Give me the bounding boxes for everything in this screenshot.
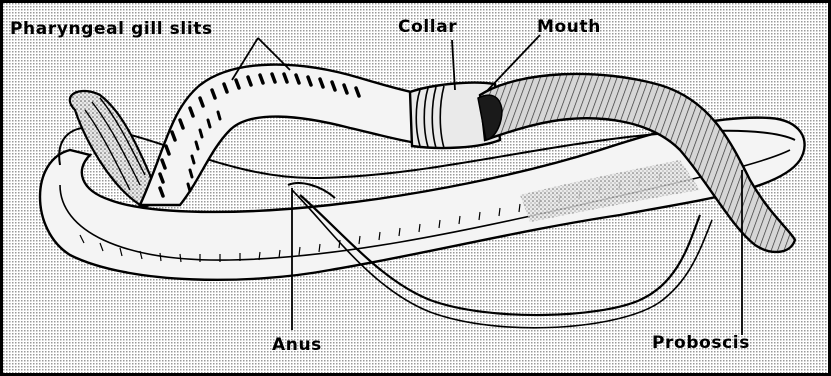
label-collar: Collar [398, 17, 457, 37]
label-anus: Anus [272, 335, 322, 355]
label-mouth: Mouth [537, 17, 601, 37]
label-proboscis: Proboscis [652, 333, 750, 353]
label-gill-slits: Pharyngeal gill slits [10, 19, 213, 39]
